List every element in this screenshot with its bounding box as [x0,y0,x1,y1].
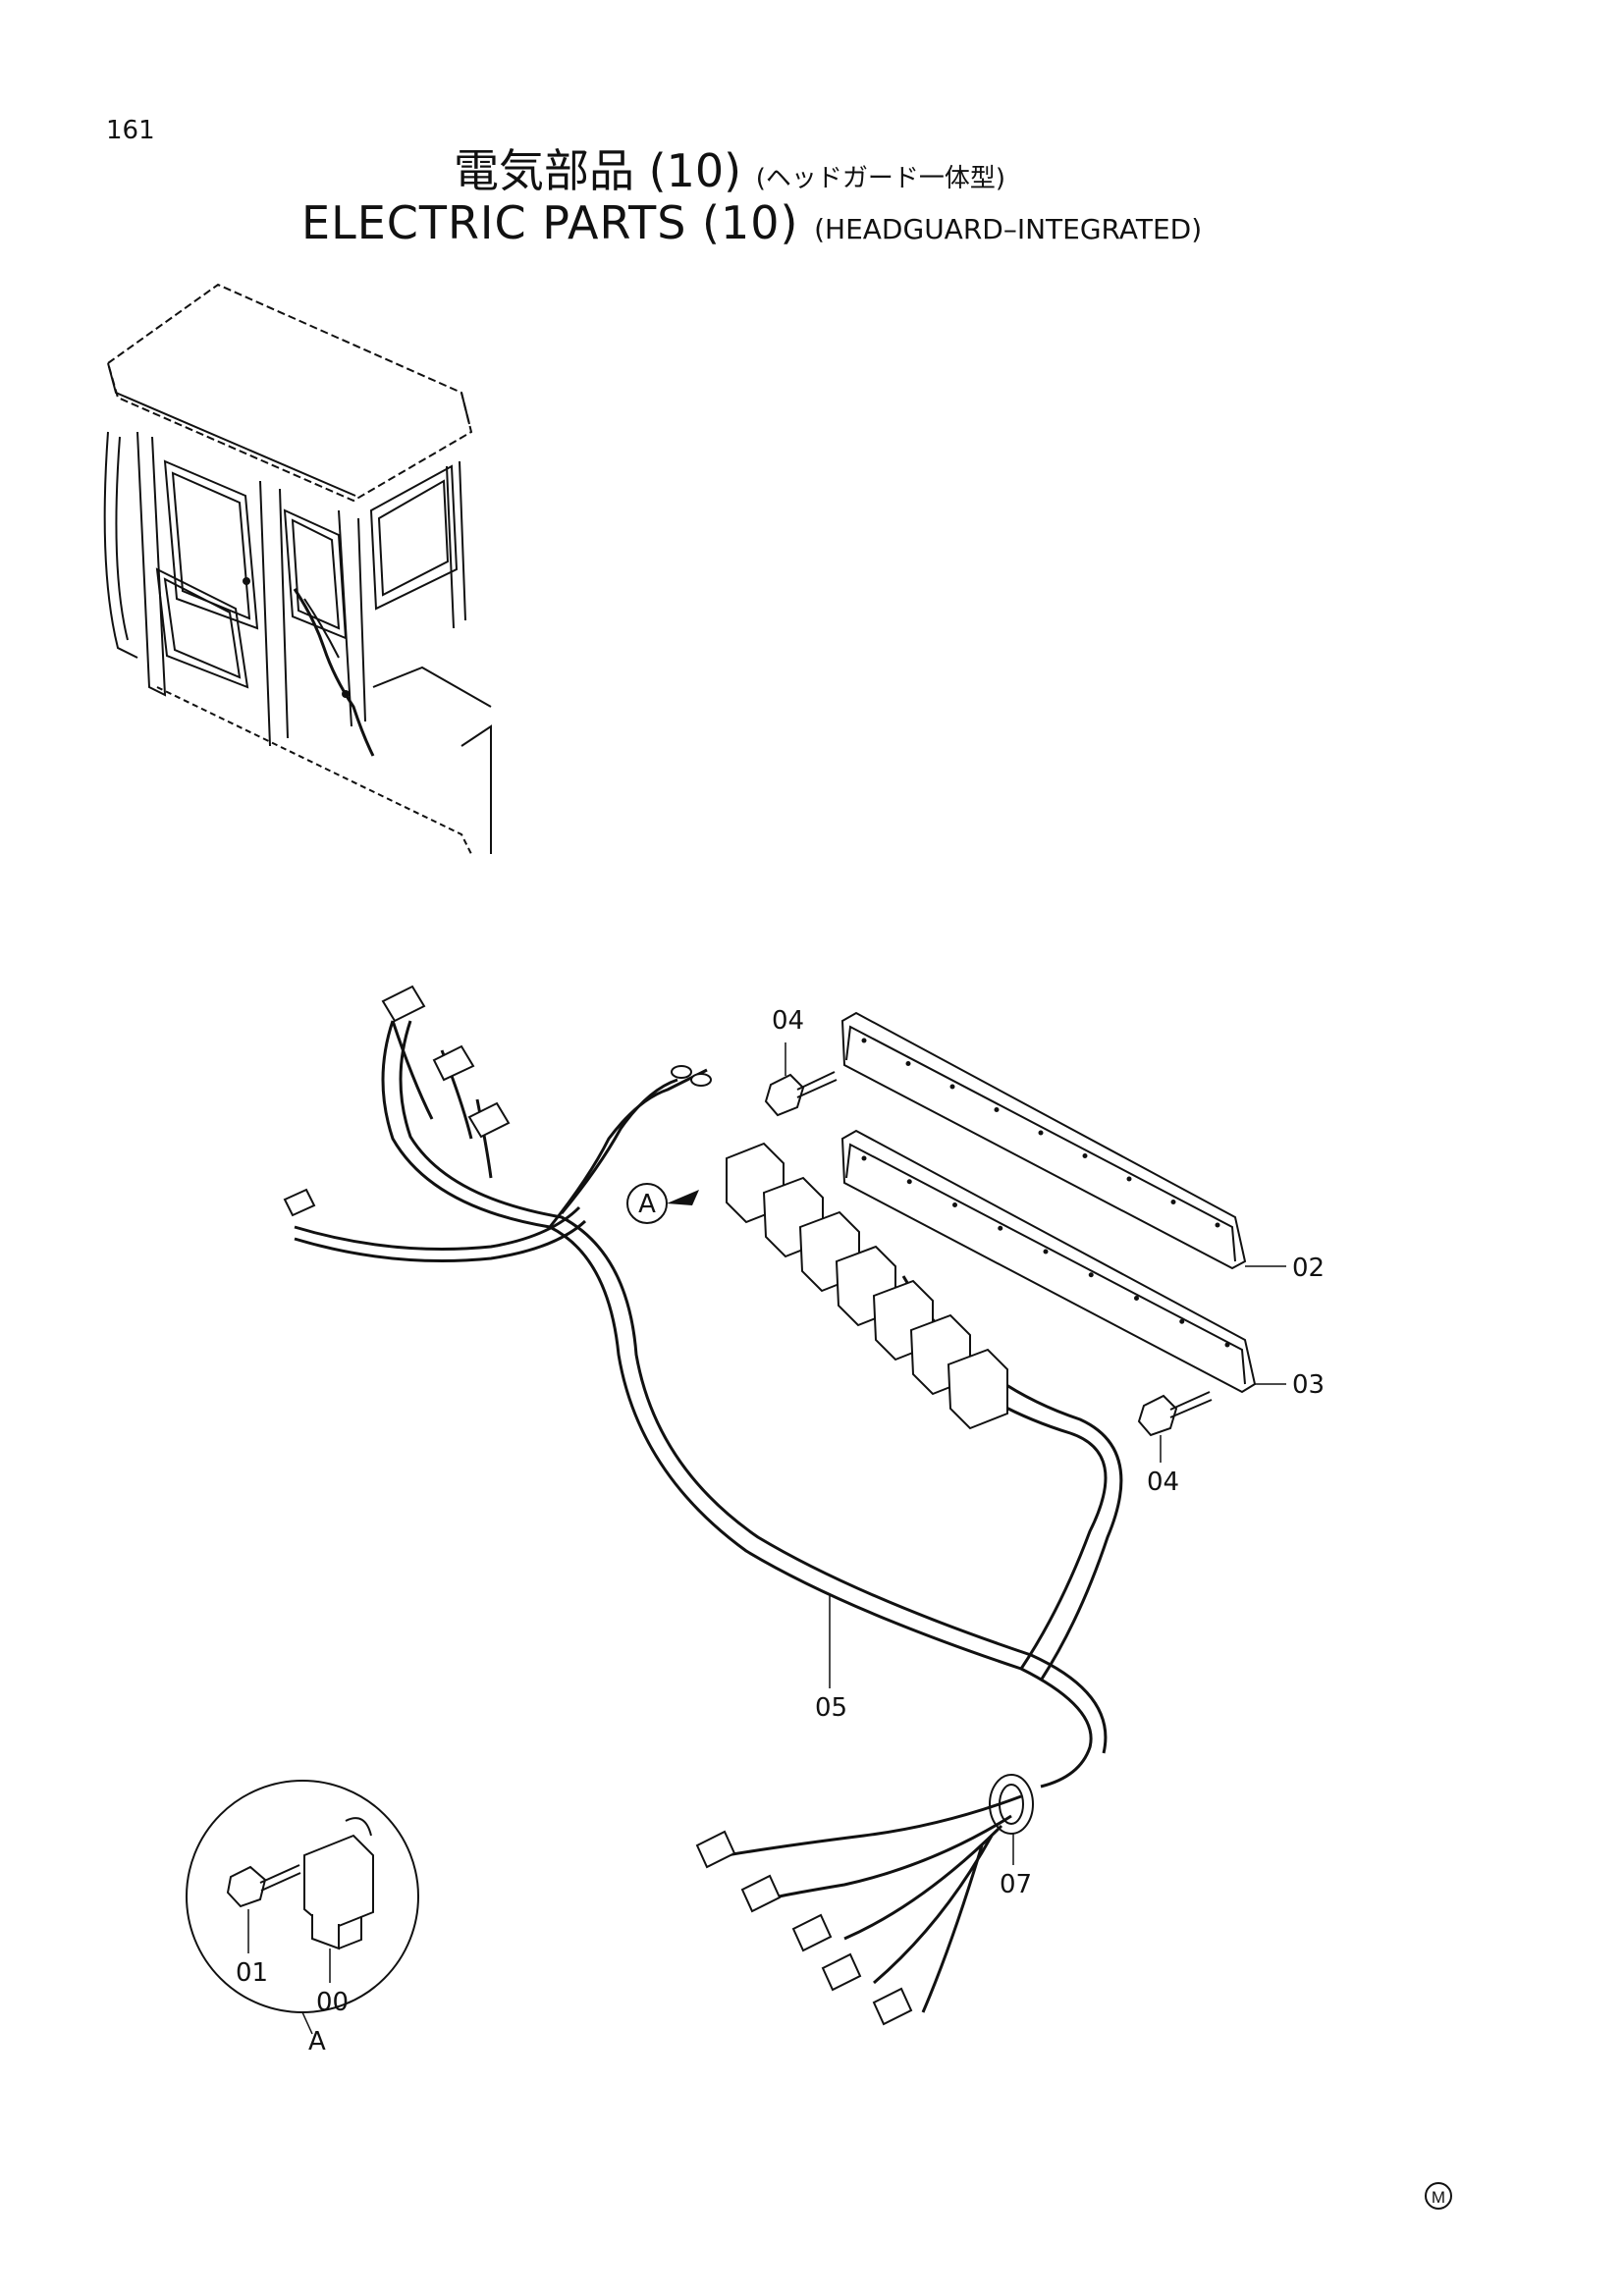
callout-05: 05 [815,1693,847,1723]
bolt-04-upper [764,1071,838,1117]
callout-03: 03 [1292,1370,1325,1400]
plate-hole [1082,1153,1088,1158]
plate-hole [1088,1272,1094,1278]
detail-relay-00 [303,1834,374,1932]
clamp-07 [989,1774,1034,1835]
callout-04-upper: 04 [772,1006,804,1036]
plate-hole [861,1038,867,1043]
title-en-sub: (HEADGUARD–INTEGRATED) [814,213,1203,245]
harness-connectors-top [283,985,712,1217]
cab-overview-illustration [103,283,492,855]
plate-holes [861,1038,1230,1348]
plate-hole [1170,1200,1176,1204]
title-jp-sub: (ヘッドガード一体型) [755,164,1005,193]
detail-reference-a: A [626,1183,699,1224]
detail-bolt-01 [226,1865,267,1908]
bolt-04-lower [1137,1391,1213,1437]
callout-00: 00 [316,1988,349,2017]
leader-lines [247,1042,1286,2035]
plate-hole [949,1084,955,1090]
plate-hole [1179,1318,1185,1324]
title-jp-main: 電気部品 (10) [454,144,742,197]
plate-hole [861,1155,867,1161]
plate-hole [1126,1176,1132,1182]
plate-hole [905,1061,911,1066]
title-en-main: ELECTRIC PARTS (10) [301,196,799,249]
plate-hole [998,1225,1003,1231]
callout-04-lower: 04 [1147,1468,1179,1497]
plate-hole [952,1202,957,1207]
plate-hole [1224,1342,1230,1348]
plate-hole [1038,1130,1044,1136]
plate-hole [906,1179,912,1185]
callout-07: 07 [1000,1870,1032,1899]
detail-label-a: A [308,2027,326,2056]
plate-hole [1215,1222,1220,1228]
detail-view-a [186,1780,419,2013]
wire-harness-05 [294,1020,1123,1789]
circled-m-mark: M [1425,2182,1452,2210]
plate-hole [1043,1249,1049,1255]
plate-hole [1134,1296,1139,1301]
page-number: 161 [106,116,155,145]
callout-01: 01 [236,1958,268,1988]
page-title-english: ELECTRIC PARTS (10) (HEADGUARD–INTEGRATE… [301,196,1202,249]
relay-bank [726,1142,1008,1430]
plate-hole [994,1107,1000,1112]
connectors-bottom [695,1830,913,2026]
harness-branches-bottom [726,1794,1022,2013]
page-title-japanese: 電気部品 (10) (ヘッドガード一体型) [454,135,1005,200]
svg-text:A: A [638,1190,656,1219]
mounting-plates [840,1011,1257,1394]
svg-text:M: M [1432,2188,1445,2207]
callout-02: 02 [1292,1254,1325,1283]
